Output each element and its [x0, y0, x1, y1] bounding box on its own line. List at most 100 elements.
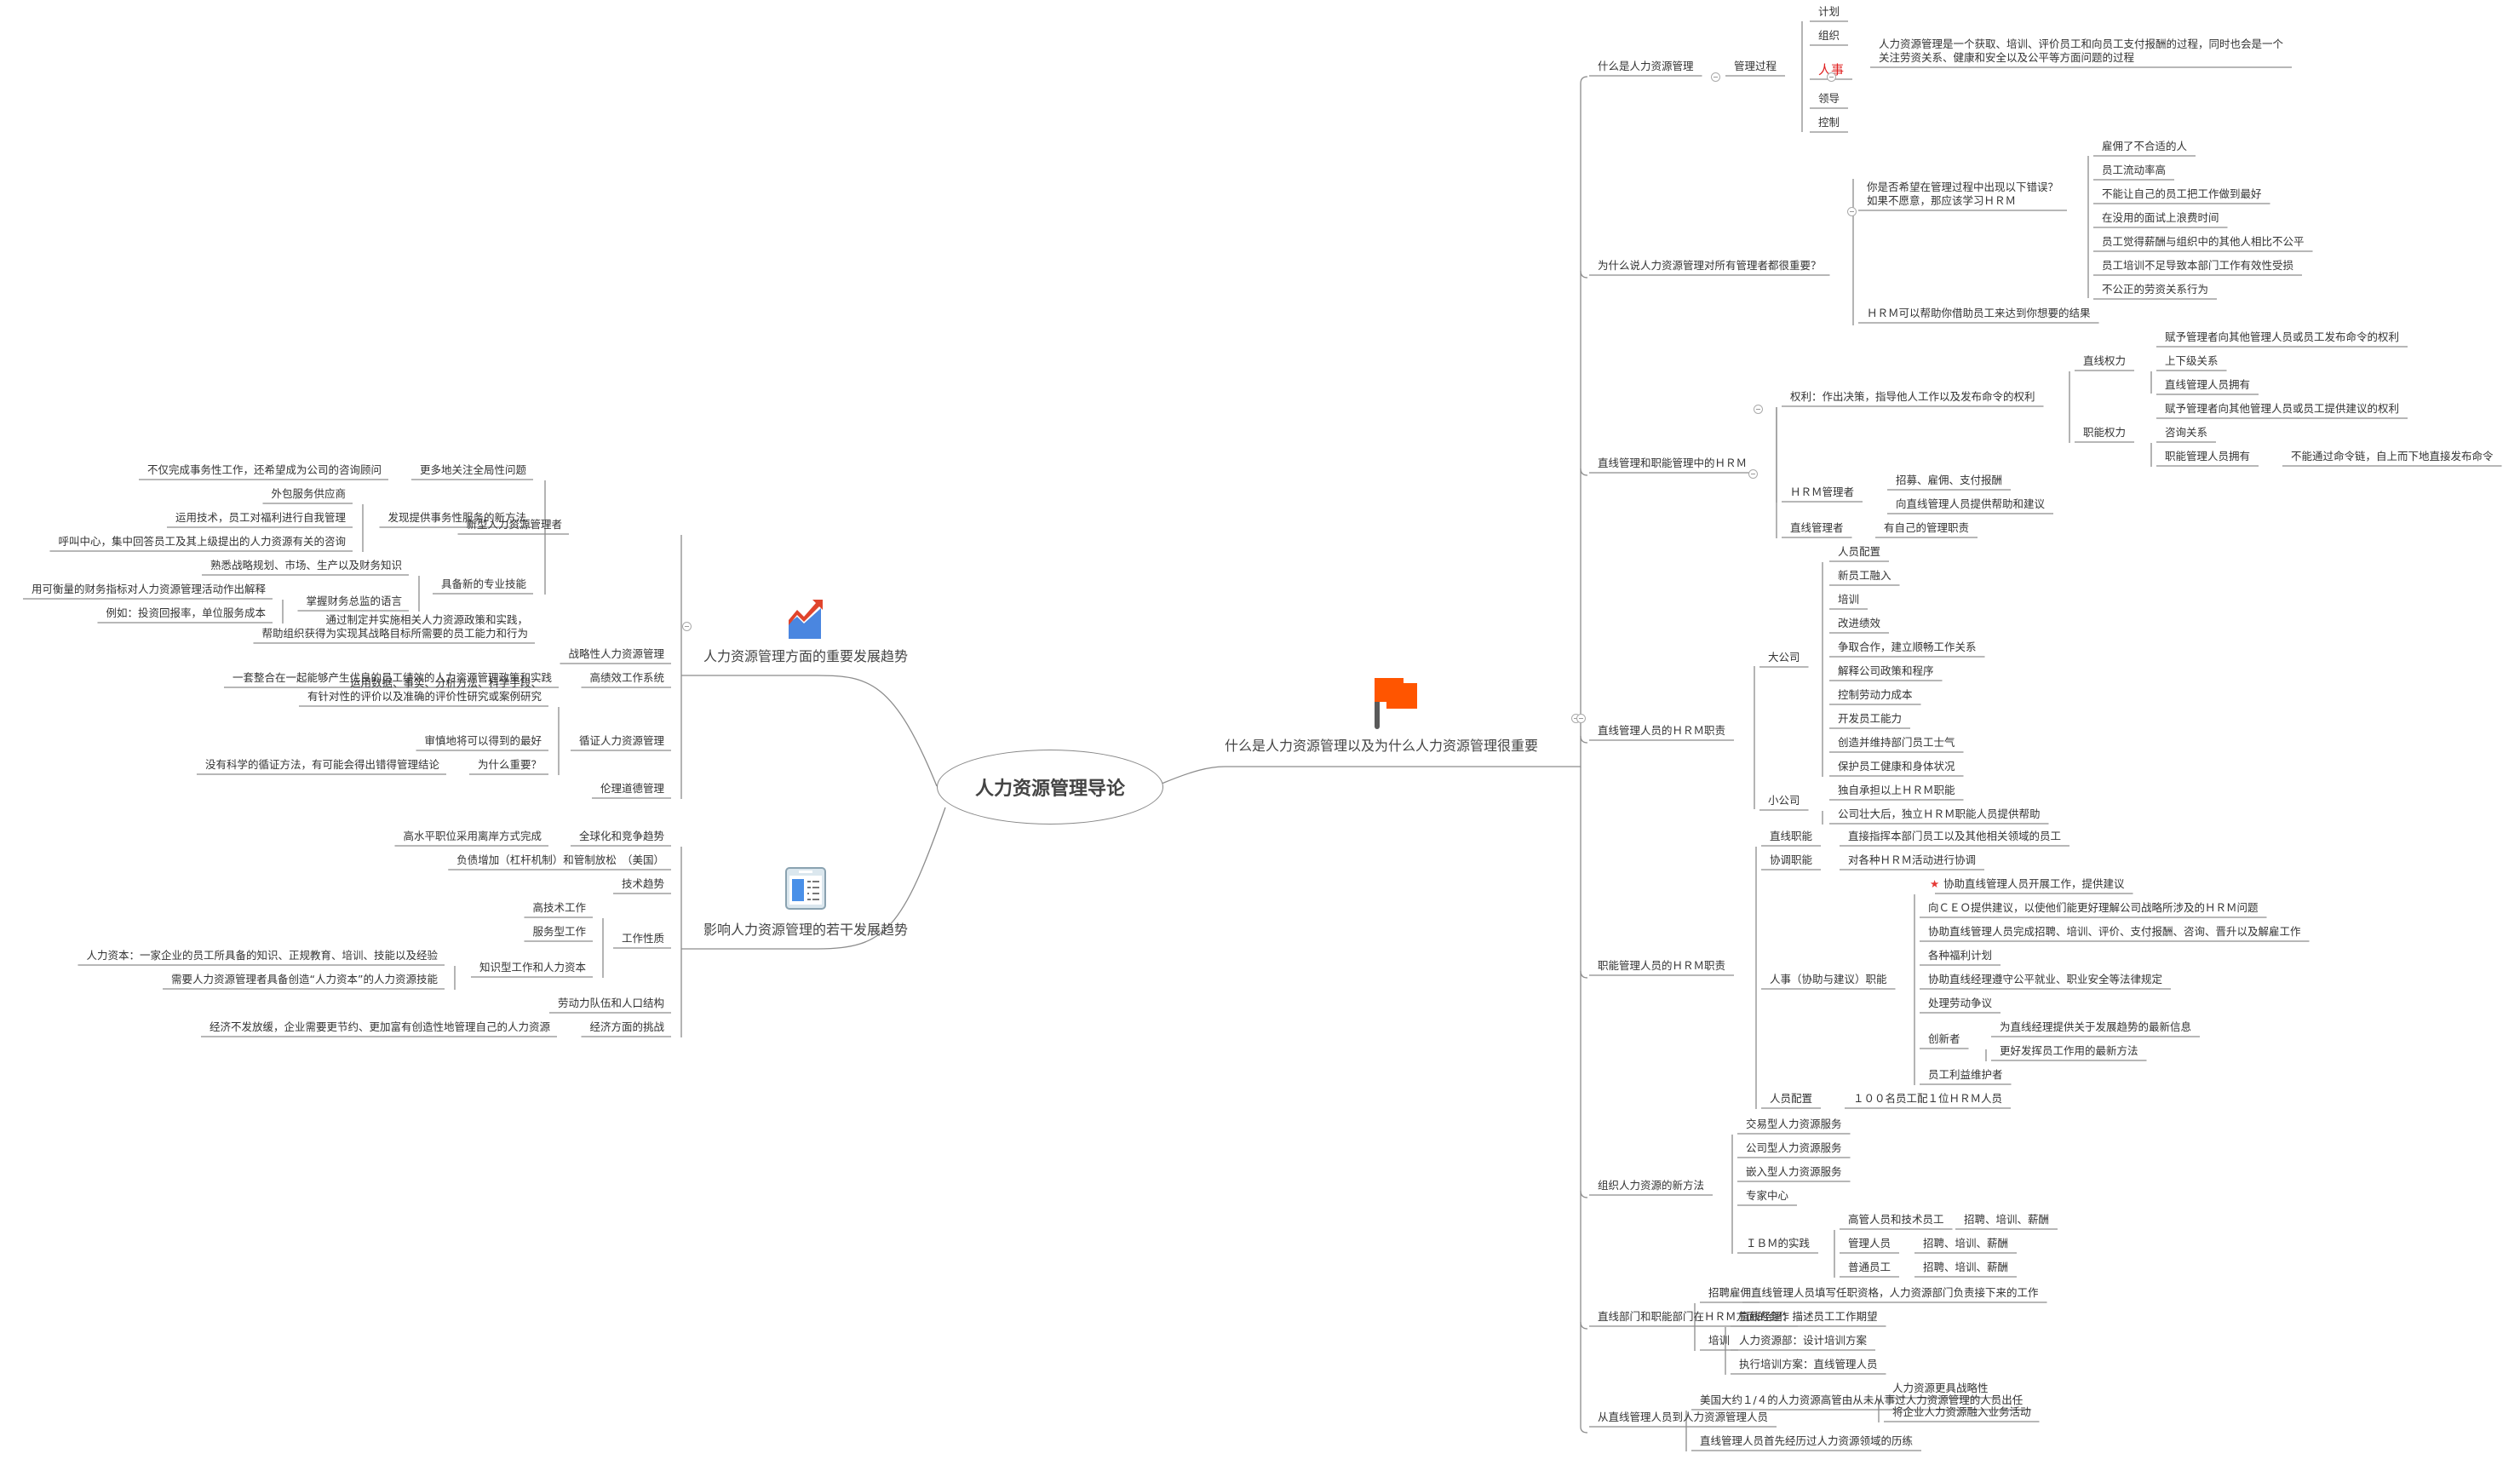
topic-node[interactable]: 向ＣＥＯ提供建议，以使他们能更好理解公司战略所涉及的ＨＲＭ问题 [1928, 901, 2259, 915]
topic-node[interactable]: 为直线经理提供关于发展趋势的最新信息 [2000, 1020, 2191, 1034]
topic-node[interactable]: 发现提供事务性服务的新方法 [387, 511, 526, 525]
topic-node[interactable]: 高管人员和技术员工 [1848, 1213, 1944, 1227]
topic-node[interactable]: 员工流动率高 [2102, 164, 2166, 177]
topic-node[interactable]: 服务型工作 [532, 925, 586, 939]
collapse-toggle[interactable] [1847, 207, 1857, 216]
topic-node[interactable]: 直线管理和职能管理中的ＨＲＭ [1598, 457, 1747, 470]
topic-node[interactable]: 直线管理人员的ＨＲＭ职责 [1598, 724, 1725, 738]
topic-node[interactable]: 不能让自己的员工把工作做到最好 [2102, 187, 2262, 201]
collapse-toggle[interactable] [1754, 405, 1763, 414]
topic-node[interactable]: 小公司 [1768, 794, 1800, 807]
topic-node[interactable]: 人力资源管理是一个获取、培训、评价员工和向员工支付报酬的过程，同时也会是一个 关… [1879, 37, 2283, 65]
topic-node[interactable]: 改进绩效 [1838, 617, 1880, 630]
topic-node[interactable]: 需要人力资源管理者具备创造“人力资本”的人力资源技能 [171, 973, 438, 986]
topic-node[interactable]: 解释公司政策和程序 [1838, 664, 1934, 678]
topic-node[interactable]: 创新者 [1928, 1032, 1960, 1046]
topic-node[interactable]: 人事 [1818, 63, 1844, 77]
topic-node[interactable]: 工作性质 [622, 932, 664, 945]
topic-node[interactable]: 嵌入型人力资源服务 [1746, 1165, 1842, 1179]
topic-node[interactable]: 创造并维持部门员工士气 [1838, 736, 1955, 750]
topic-node[interactable]: 直线职能 [1770, 830, 1812, 843]
topic-node[interactable]: 员工利益维护者 [1928, 1068, 2003, 1082]
topic-node[interactable]: 伦理道德管理 [600, 782, 664, 796]
topic-node[interactable]: 上下级关系 [2165, 354, 2219, 368]
topic-node[interactable]: 用可衡量的财务指标对人力资源管理活动作出解释 [32, 583, 266, 596]
topic-node[interactable]: １００名员工配１位ＨＲＭ人员 [1853, 1092, 2002, 1106]
topic-node[interactable]: ＨＲＭ可以帮助你借助员工来达到你想要的结果 [1867, 307, 2091, 320]
topic-node[interactable]: 高技术工作 [532, 901, 586, 915]
topic-node[interactable]: 高绩效工作系统 [589, 671, 664, 685]
topic-node[interactable]: 职能管理人员的ＨＲＭ职责 [1598, 959, 1725, 973]
topic-node[interactable]: 劳动力队伍和人口结构 [558, 997, 664, 1010]
collapse-toggle[interactable] [1748, 469, 1758, 479]
root-topic[interactable]: 人力资源管理导论 [937, 750, 1163, 825]
topic-node[interactable]: 你是否希望在管理过程中出现以下错误？ 如果不愿意，那应该学习ＨＲＭ [1867, 181, 2058, 208]
topic-node[interactable]: 争取合作，建立顺畅工作关系 [1838, 641, 1977, 654]
topic-node[interactable]: 高水平职位采用离岸方式完成 [403, 830, 542, 843]
topic-node[interactable]: 战略性人力资源管理 [568, 647, 664, 661]
topic-node[interactable]: 职能管理人员拥有 [2165, 450, 2250, 463]
topic-node[interactable]: 什么是人力资源管理 [1598, 60, 1694, 73]
topic-node[interactable]: 知识型工作和人力资本 [479, 961, 586, 974]
topic-node[interactable]: 管理过程 [1734, 60, 1777, 73]
topic-node[interactable]: 组织人力资源的新方法 [1598, 1179, 1704, 1192]
topic-node[interactable]: 人事（协助与建议）职能 [1770, 973, 1887, 986]
topic-node[interactable]: 运用数据、事实、分析方法、科学手段、 有针对性的评价以及准确的评价性研究或案例研… [307, 676, 542, 704]
topic-node[interactable]: 掌握财务总监的语言 [306, 595, 402, 608]
topic-node[interactable]: 人力资本：一家企业的员工所具备的知识、正规教育、培训、技能以及经验 [86, 949, 438, 962]
topic-node[interactable]: 赋予管理者向其他管理人员或员工发布命令的权利 [2165, 330, 2399, 344]
topic-node[interactable]: 控制劳动力成本 [1838, 688, 1913, 702]
topic-node[interactable]: 公司壮大后，独立ＨＲＭ职能人员提供帮助 [1838, 807, 2041, 821]
collapse-toggle[interactable] [1576, 714, 1586, 723]
topic-node[interactable]: 领导 [1818, 92, 1840, 106]
topic-node[interactable]: 具备新的专业技能 [441, 577, 526, 591]
main-branch-important-trends[interactable]: 人力资源管理方面的重要发展趋势 [703, 648, 909, 664]
topic-node[interactable]: 交易型人力资源服务 [1746, 1118, 1842, 1131]
topic-node[interactable]: 协助直线经理遵守公平就业、职业安全等法律规定 [1928, 973, 2162, 986]
topic-node[interactable]: 权利：作出决策，指导他人工作以及发布命令的权利 [1790, 390, 2035, 404]
topic-node[interactable]: 人员配置 [1838, 545, 1880, 559]
collapse-toggle[interactable] [1711, 72, 1720, 82]
topic-node[interactable]: 不公正的劳资关系行为 [2102, 283, 2208, 296]
topic-node[interactable]: 审慎地将可以得到的最好 [424, 734, 542, 748]
topic-node[interactable]: 通过制定并实施相关人力资源政策和实践， 帮助组织获得为实现其战略目标所需要的员工… [261, 613, 528, 641]
topic-node[interactable]: 为什么说人力资源管理对所有管理者都很重要？ [1598, 259, 1822, 273]
topic-node[interactable]: 雇佣了不合适的人 [2102, 140, 2187, 153]
topic-node[interactable]: 对各种ＨＲＭ活动进行协调 [1848, 853, 1976, 867]
topic-node[interactable]: ＨＲＭ管理者 [1790, 486, 1854, 499]
topic-node[interactable]: ★协助直线管理人员开展工作，提供建议 [1930, 877, 2125, 891]
topic-node[interactable]: 保护员工健康和身体状况 [1838, 760, 1955, 773]
topic-node[interactable]: 直线管理者 [1790, 521, 1844, 535]
topic-node[interactable]: 招募、雇佣、支付报酬 [1896, 474, 2002, 487]
topic-node[interactable]: 各种福利计划 [1928, 949, 1992, 962]
topic-node[interactable]: 人员配置 [1770, 1092, 1812, 1106]
topic-node[interactable]: 直线管理人员填写任职资格，人力资源部门负责接下来的工作 [1751, 1286, 2039, 1300]
topic-node[interactable]: 将企业人力资源融入业务活动 [1892, 1405, 2031, 1419]
topic-node[interactable]: 招聘雇佣 [1708, 1286, 1751, 1300]
topic-node[interactable]: 大公司 [1768, 651, 1800, 664]
topic-node[interactable]: 协助直线管理人员完成招聘、培训、评价、支付报酬、咨询、晋升以及解雇工作 [1928, 925, 2301, 939]
topic-node[interactable]: 职能权力 [2083, 426, 2126, 440]
topic-node[interactable]: 员工培训不足导致本部门工作有效性受损 [2102, 259, 2293, 273]
topic-node[interactable]: 经济方面的挑战 [589, 1020, 664, 1034]
topic-node[interactable]: 负债增加（杠杆机制）和管制放松 （美国） [456, 853, 664, 867]
topic-node[interactable]: ＩＢＭ的实践 [1746, 1237, 1810, 1250]
topic-node[interactable]: 更多地关注全局性问题 [420, 463, 526, 477]
topic-node[interactable]: 培训 [1708, 1334, 1730, 1347]
topic-node[interactable]: 外包服务供应商 [271, 487, 346, 501]
topic-node[interactable]: 美国大约１/４的人力资源高管由从未从事过人力资源管理的人员出任 [1700, 1393, 2023, 1407]
topic-node[interactable]: 招聘、培训、薪酬 [1964, 1213, 2049, 1227]
topic-node[interactable]: 直线部门和职能部门在ＨＲＭ方面的合作 [1598, 1310, 1789, 1324]
topic-node[interactable]: 计划 [1818, 5, 1840, 19]
topic-node[interactable]: 从直线管理人员到人力资源管理人员 [1598, 1411, 1768, 1424]
topic-node[interactable]: 为什么重要？ [478, 758, 542, 772]
topic-node[interactable]: 开发员工能力 [1838, 712, 1902, 726]
topic-node[interactable]: 新员工融入 [1838, 569, 1891, 583]
topic-node[interactable]: 技术趋势 [622, 877, 664, 891]
topic-node[interactable]: 咨询关系 [2165, 426, 2207, 440]
topic-node[interactable]: 例如：投资回报率，单位服务成本 [106, 606, 266, 620]
topic-node[interactable]: 一套整合在一起能够产生优良的员工绩效的人力资源管理政策和实践 [232, 671, 552, 685]
topic-node[interactable]: 管理人员 [1848, 1237, 1891, 1250]
topic-node[interactable]: 熟悉战略规划、市场、生产以及财务知识 [210, 559, 402, 572]
topic-node[interactable]: 组织 [1818, 29, 1840, 43]
